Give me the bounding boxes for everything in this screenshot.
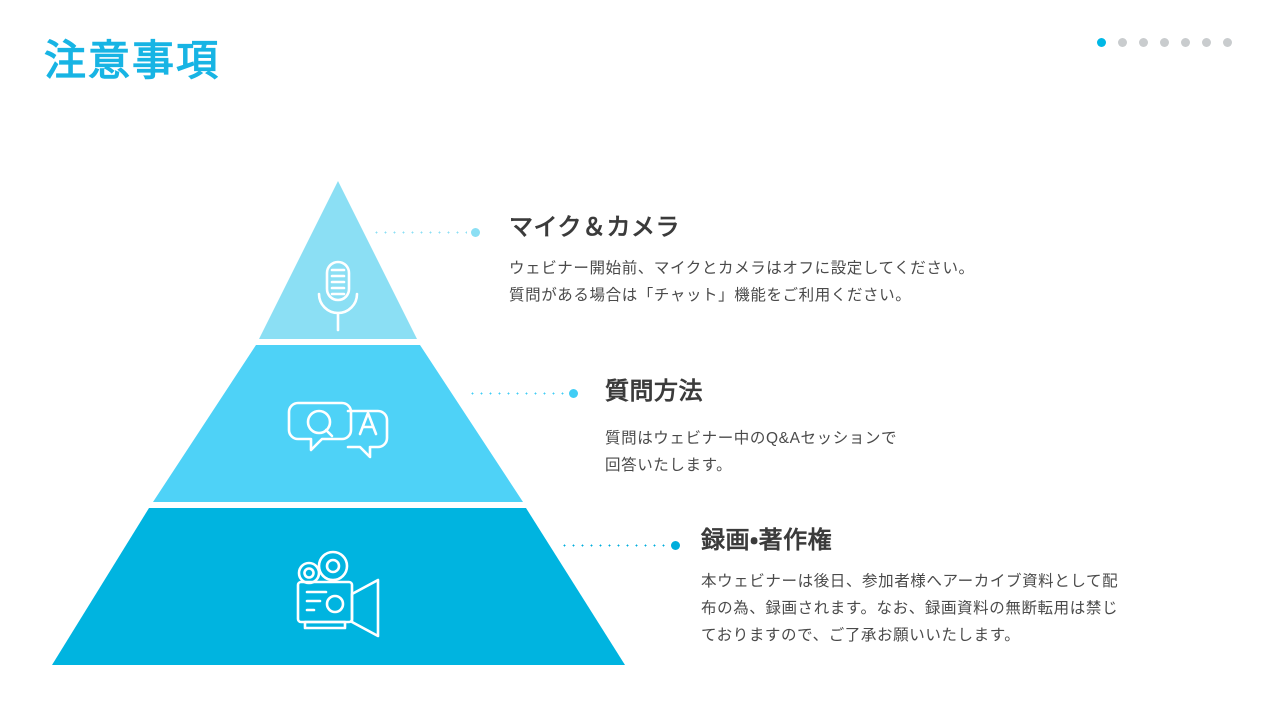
section-body-line: ウェビナー開始前、マイクとカメラはオフに設定してください。 [509, 259, 975, 277]
pagination-dots[interactable] [1097, 38, 1232, 47]
pagination-dot-7[interactable] [1223, 38, 1232, 47]
pyramid-diagram [52, 181, 625, 665]
connector-line-2 [468, 388, 578, 398]
pagination-dot-2[interactable] [1118, 38, 1127, 47]
section-heading: マイク＆カメラ [509, 214, 681, 241]
qa-speech-bubble-icon [287, 401, 389, 459]
pyramid-tier-top [259, 181, 417, 339]
pagination-dot-3[interactable] [1139, 38, 1148, 47]
pagination-dot-6[interactable] [1202, 38, 1211, 47]
section-recording-copyright: 録画・著作権 本ウェビナーは後日、参加者様へアーカイブ資料として配 布の為、録画… [701, 527, 1246, 649]
section-question-method: 質問方法 質問はウェビナー中のQ&Aセッションで 回答いたします。 [605, 378, 1125, 479]
connector-dotted-line [372, 230, 467, 234]
connector-line-3 [560, 540, 680, 550]
connector-end-dot [671, 540, 680, 550]
pyramid-tier-middle [153, 345, 523, 502]
section-body: ウェビナー開始前、マイクとカメラはオフに設定してください。 質問がある場合は「チ… [509, 255, 1109, 309]
section-body-line: 質問がある場合は「チャット」機能をご利用ください。 [509, 286, 912, 304]
connector-dotted-line [560, 543, 667, 547]
section-body-line: 布の為、録画されます。なお、録画資料の無断転用は禁じ [701, 599, 1119, 617]
section-body-line: 回答いたします。 [605, 456, 733, 474]
section-heading: 録画・著作権 [701, 527, 833, 554]
section-body-line: 本ウェビナーは後日、参加者様へアーカイブ資料として配 [701, 572, 1119, 590]
section-heading: 質問方法 [605, 378, 703, 405]
section-body: 質問はウェビナー中のQ&Aセッションで 回答いたします。 [605, 425, 1125, 479]
connector-line-1 [372, 227, 480, 237]
section-body: 本ウェビナーは後日、参加者様へアーカイブ資料として配 布の為、録画されます。なお… [701, 568, 1246, 649]
pyramid-tier-bottom [52, 508, 625, 665]
page-title: 注意事項 [44, 37, 221, 84]
section-body-line: ておりますので、ご了承お願いいたします。 [701, 627, 1021, 645]
connector-end-dot [471, 227, 480, 237]
pagination-dot-4[interactable] [1160, 38, 1169, 47]
microphone-icon [317, 260, 359, 332]
connector-end-dot [569, 388, 578, 398]
section-body-line: 質問はウェビナー中のQ&Aセッションで [605, 429, 898, 447]
pagination-dot-5[interactable] [1181, 38, 1190, 47]
movie-camera-icon [296, 550, 380, 638]
pagination-dot-1[interactable] [1097, 38, 1106, 47]
connector-dotted-line [468, 391, 565, 395]
section-mic-camera: マイク＆カメラ ウェビナー開始前、マイクとカメラはオフに設定してください。 質問… [509, 214, 1109, 309]
